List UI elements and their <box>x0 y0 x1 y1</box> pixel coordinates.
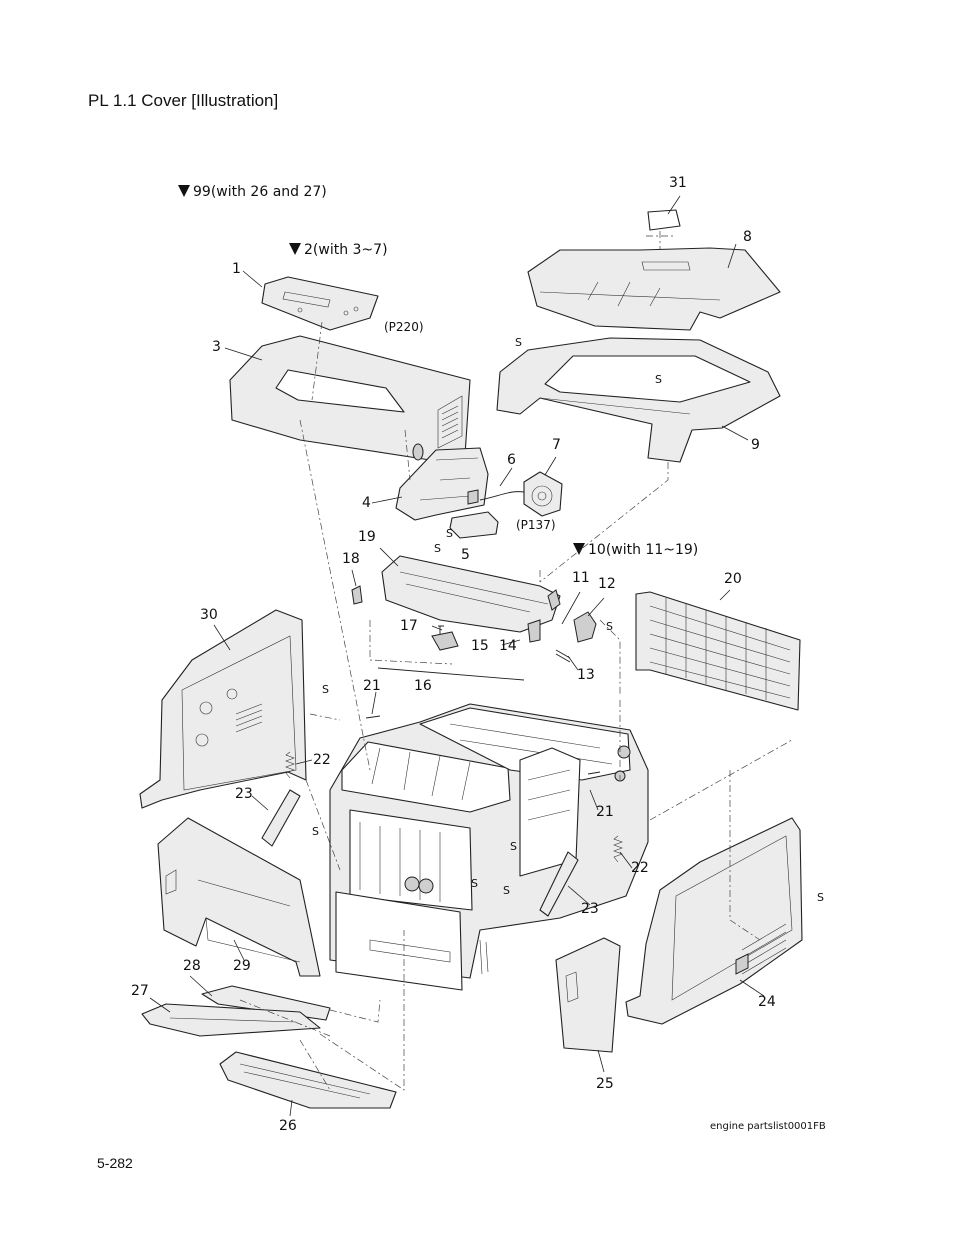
part-number-12: 12 <box>598 576 616 592</box>
assembly-note-2-text: 2(with 3~7) <box>304 242 388 258</box>
part-number-14: 14 <box>499 638 517 654</box>
part-4-bracket <box>395 447 489 521</box>
part-number-31: 31 <box>669 175 687 191</box>
screw-mark: S <box>606 620 613 633</box>
part-23-lever <box>539 851 579 917</box>
screw-mark: S <box>322 683 329 696</box>
screw-mark: S <box>817 891 824 904</box>
part-number-23: 23 <box>581 901 599 917</box>
screw-mark: S <box>446 527 453 540</box>
part-25-side-cover <box>555 937 621 1053</box>
assembly-note-99-text: 99(with 26 and 27) <box>193 184 327 200</box>
screw-mark: S <box>434 542 441 555</box>
part-number-20: 20 <box>724 571 742 587</box>
part-number-4: 4 <box>362 495 371 511</box>
part-number-3: 3 <box>212 339 221 355</box>
assembly-note-99: 99(with 26 and 27) <box>178 184 327 200</box>
part-number-27: 27 <box>131 983 149 999</box>
illustration-code: engine partslist0001FB <box>710 1121 826 1132</box>
part-20-rear-cover <box>635 591 801 711</box>
page-number: 5-282 <box>97 1155 133 1171</box>
part-number-1: 1 <box>232 261 241 277</box>
part-number-17: 17 <box>400 618 418 634</box>
part-number-26: 26 <box>279 1118 297 1134</box>
part-15-holder <box>431 631 459 651</box>
part-number-25: 25 <box>596 1076 614 1092</box>
screw-mark: S <box>312 825 319 838</box>
part-number-30: 30 <box>200 607 218 623</box>
part-22-spring <box>285 751 295 779</box>
part-5-duct <box>449 511 499 539</box>
part-number-18: 18 <box>342 551 360 567</box>
screw-mark: S <box>471 877 478 890</box>
screw-mark: S <box>503 884 510 897</box>
part-number-9: 9 <box>751 437 760 453</box>
page-title: PL 1.1 Cover [Illustration] <box>88 91 279 110</box>
part-number-28: 28 <box>183 958 201 974</box>
screw-mark: S <box>515 336 522 349</box>
triangle-marker-icon <box>178 185 190 197</box>
part-number-24: 24 <box>758 994 776 1010</box>
part-number-6: 6 <box>507 452 516 468</box>
triangle-marker-icon <box>573 543 585 555</box>
part-7-fan <box>523 471 563 517</box>
screw-mark: S <box>510 840 517 853</box>
part-number-23: 23 <box>235 786 253 802</box>
part-30-left-cover <box>139 609 307 809</box>
screw-mark: S <box>655 373 662 386</box>
part-22-spring <box>613 835 623 863</box>
part-number-7: 7 <box>552 437 561 453</box>
part-1-panel-label <box>261 276 379 331</box>
part-24-right-cover <box>625 817 803 1025</box>
part-number-22: 22 <box>631 860 649 876</box>
part-number-11: 11 <box>572 570 590 586</box>
part-number-15: 15 <box>471 638 489 654</box>
assembly-note-2: 2(with 3~7) <box>289 242 388 258</box>
part-number-21: 21 <box>596 804 614 820</box>
triangle-marker-icon <box>289 243 301 255</box>
connector-p137: (P137) <box>516 518 556 532</box>
part-31-handle <box>647 209 681 231</box>
part-8-top-cover <box>527 247 781 331</box>
part-number-8: 8 <box>743 229 752 245</box>
part-number-13: 13 <box>577 667 595 683</box>
assembly-note-10-text: 10(with 11~19) <box>588 542 699 558</box>
part-12-sensor <box>573 611 597 643</box>
part-19-bracket <box>381 555 561 633</box>
assembly-note-10: 10(with 11~19) <box>573 542 698 558</box>
part-number-19: 19 <box>358 529 376 545</box>
part-number-22: 22 <box>313 752 331 768</box>
part-number-5: 5 <box>461 547 470 563</box>
part-number-21: 21 <box>363 678 381 694</box>
connector-p220: (P220) <box>384 320 424 334</box>
part-29-cover <box>157 817 321 977</box>
part-16-shaft <box>377 667 525 681</box>
part-number-16: 16 <box>414 678 432 694</box>
part-number-29: 29 <box>233 958 251 974</box>
part-18-hook <box>351 585 363 605</box>
part-23-lever <box>261 789 301 847</box>
